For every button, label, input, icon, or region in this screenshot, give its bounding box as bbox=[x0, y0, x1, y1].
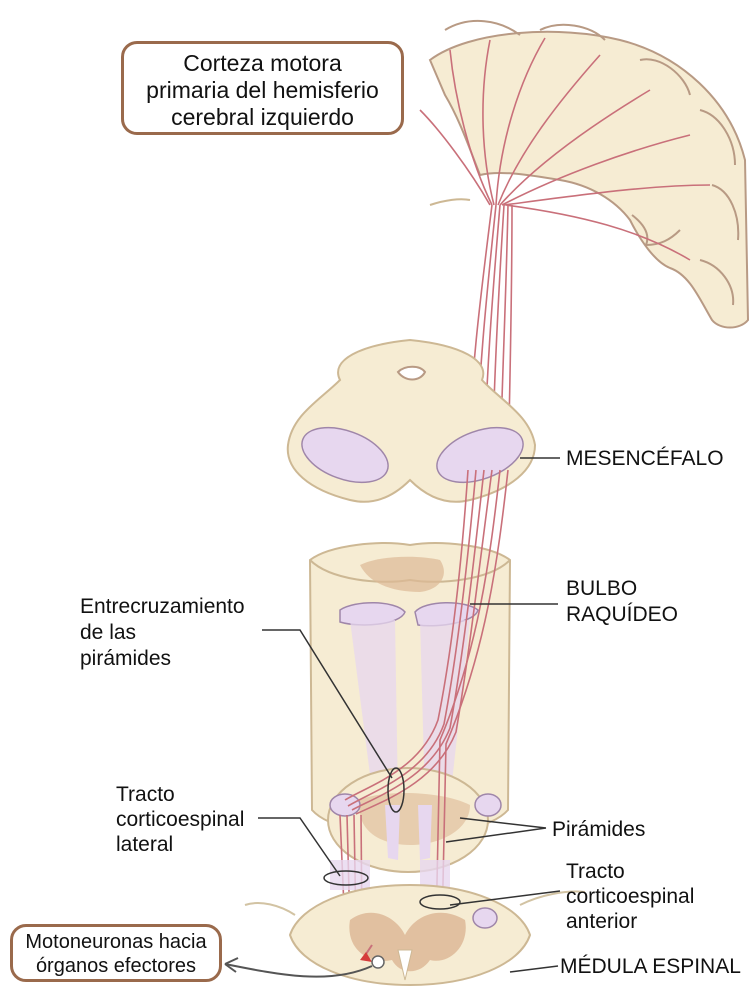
effector-box: Motoneuronas hacia órganos efectores bbox=[10, 924, 222, 982]
label-tracto-lateral-line-2: corticoespinal bbox=[116, 808, 244, 832]
lateral-tract-circle bbox=[330, 794, 360, 816]
label-mesencefalo: MESENCÉFALO bbox=[566, 447, 724, 471]
effector-line-2: órganos efectores bbox=[13, 954, 219, 978]
label-piramides: Pirámides bbox=[552, 818, 645, 842]
label-tracto-anterior-line-1: Tracto bbox=[566, 860, 625, 884]
label-tracto-anterior-line-3: anterior bbox=[566, 910, 637, 934]
label-medula: MÉDULA ESPINAL bbox=[560, 955, 741, 979]
label-bulbo-line-1: BULBO bbox=[566, 577, 637, 601]
right-lateral-area bbox=[475, 794, 501, 816]
midbrain-section bbox=[288, 340, 535, 502]
right-lateral-tract-spinal bbox=[473, 908, 497, 928]
label-entrecruzamiento-line-1: Entrecruzamiento bbox=[80, 595, 245, 619]
label-tracto-lateral-line-3: lateral bbox=[116, 833, 173, 857]
spinal-cord-section bbox=[245, 885, 585, 985]
effector-line-1: Motoneuronas hacia bbox=[13, 930, 219, 954]
title-line-2: primaria del hemisferio bbox=[124, 77, 401, 104]
label-bulbo-line-2: RAQUÍDEO bbox=[566, 603, 678, 627]
cortex-outline bbox=[430, 32, 748, 328]
title-line-3: cerebral izquierdo bbox=[124, 104, 401, 131]
cortex-edge bbox=[430, 199, 470, 205]
right-pyramid-lower bbox=[418, 805, 432, 860]
label-tracto-lateral-line-1: Tracto bbox=[116, 783, 175, 807]
title-box: Corteza motora primaria del hemisferio c… bbox=[121, 41, 404, 135]
label-entrecruzamiento-line-3: pirámides bbox=[80, 647, 171, 671]
leader-medula bbox=[510, 966, 558, 972]
label-tracto-anterior-line-2: corticoespinal bbox=[566, 885, 694, 909]
title-line-1: Corteza motora bbox=[124, 50, 401, 77]
label-entrecruzamiento-line-2: de las bbox=[80, 621, 136, 645]
motor-neuron-body bbox=[372, 956, 384, 968]
